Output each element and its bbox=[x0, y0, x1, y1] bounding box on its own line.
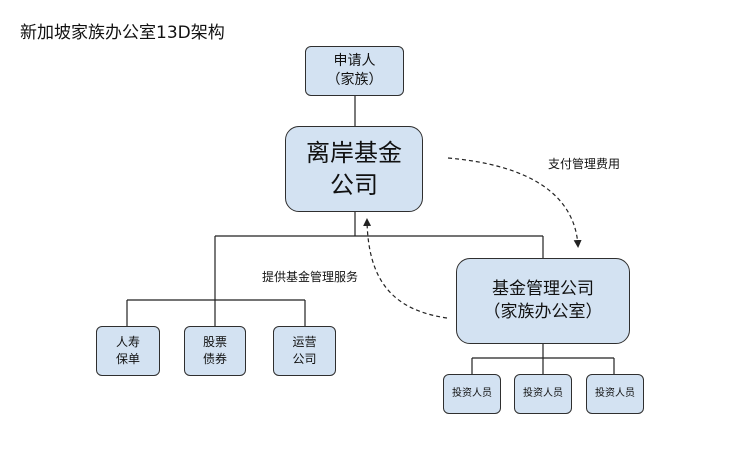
node-investor-label: 投资人员 bbox=[595, 388, 635, 399]
node-life-insurance-line2: 保单 bbox=[115, 352, 140, 366]
node-stocks-bonds-line1: 股票 bbox=[202, 335, 227, 349]
edge-label-provide-service: 提供基金管理服务 bbox=[262, 270, 359, 284]
node-investor: 投资人员 bbox=[514, 374, 572, 414]
edge-label-pay-fee: 支付管理费用 bbox=[548, 157, 621, 171]
node-stocks-bonds: 股票 债券 bbox=[184, 326, 246, 376]
node-applicant-line1: 申请人 bbox=[333, 53, 376, 69]
node-life-insurance: 人寿 保单 bbox=[96, 326, 160, 376]
node-offshore-fund-line2: 公司 bbox=[330, 171, 378, 199]
node-fund-manager: 基金管理公司 （家族办公室） bbox=[456, 258, 630, 344]
node-offshore-fund-line1: 离岸基金 bbox=[306, 139, 402, 167]
node-investor-label: 投资人员 bbox=[523, 388, 563, 399]
node-applicant: 申请人 （家族） bbox=[305, 46, 404, 96]
node-operating-company-line1: 运营 bbox=[292, 335, 317, 349]
diagram-title: 新加坡家族办公室13D架构 bbox=[20, 23, 225, 43]
node-fund-manager-line1: 基金管理公司 bbox=[492, 279, 594, 299]
node-operating-company: 运营 公司 bbox=[273, 326, 336, 376]
node-investor-label: 投资人员 bbox=[452, 388, 492, 399]
dashed-arrow-service bbox=[363, 218, 448, 319]
node-fund-manager-line2: （家族办公室） bbox=[483, 302, 603, 322]
node-offshore-fund: 离岸基金 公司 bbox=[285, 126, 423, 212]
node-stocks-bonds-line2: 债券 bbox=[202, 352, 227, 366]
node-applicant-line2: （家族） bbox=[326, 72, 383, 88]
node-investor: 投资人员 bbox=[586, 374, 644, 414]
node-operating-company-line2: 公司 bbox=[292, 352, 317, 366]
node-life-insurance-line1: 人寿 bbox=[115, 335, 140, 349]
node-investor: 投资人员 bbox=[443, 374, 501, 414]
dashed-arrow-pay-fee bbox=[447, 157, 582, 248]
